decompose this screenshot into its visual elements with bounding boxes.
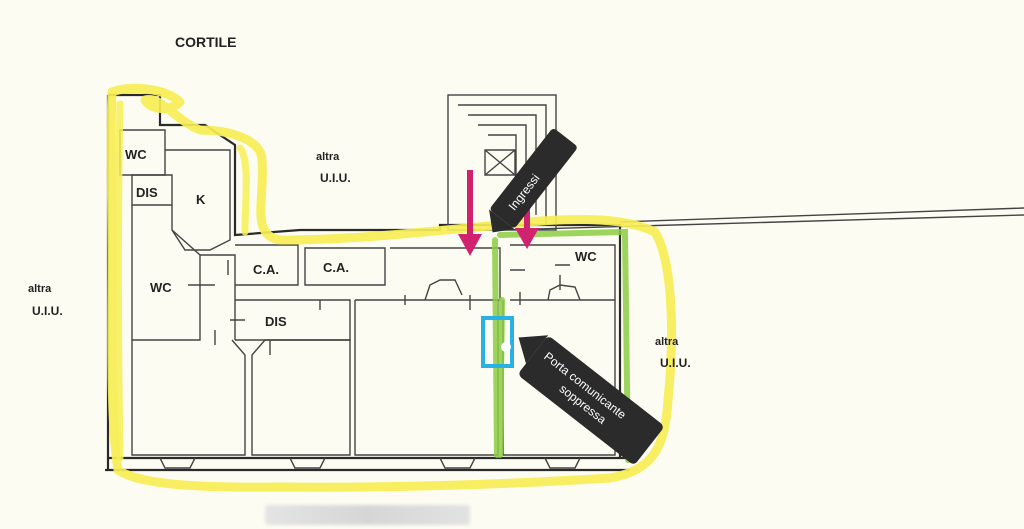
label-uiu-right: U.I.U. (660, 356, 691, 370)
label-dis-2: DIS (265, 314, 287, 329)
label-altra-right: altra (655, 336, 679, 348)
label-altra-top: altra (316, 151, 340, 163)
label-wc-1: WC (125, 147, 147, 162)
label-ca-1: C.A. (253, 262, 279, 277)
label-k: K (196, 192, 206, 207)
green-highlight-outline (492, 228, 631, 463)
door-marker-dot (501, 342, 511, 352)
yellow-highlight-inner (115, 100, 250, 462)
label-ca-2: C.A. (323, 260, 349, 275)
label-uiu-left: U.I.U. (32, 304, 63, 318)
floor-plan-walls (105, 93, 1024, 472)
arrow-entry-left (458, 170, 482, 256)
door-marker (481, 316, 514, 368)
callout-porta-comunicante: Porta comunicante soppressa (518, 335, 663, 464)
yellow-highlight-outline (106, 83, 676, 492)
redacted-caption-bar (265, 505, 470, 525)
label-wc-3: WC (575, 249, 597, 264)
label-wc-2: WC (150, 280, 172, 295)
label-cortile: CORTILE (175, 34, 236, 50)
label-altra-left: altra (28, 283, 52, 295)
label-dis-1: DIS (136, 185, 158, 200)
label-uiu-top: U.I.U. (320, 171, 351, 185)
